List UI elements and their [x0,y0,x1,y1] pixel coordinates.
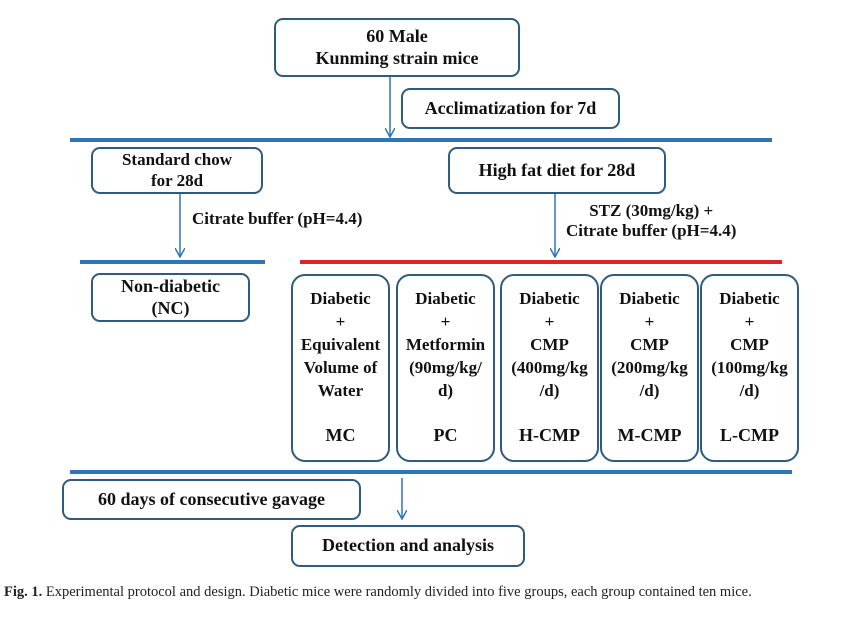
caption-text: Experimental protocol and design. Diabet… [45,584,752,600]
acclimatization-label: Acclimatization for 7d [424,97,597,118]
stz-line2: Citrate buffer (pH=4.4) [566,221,737,241]
group-line: Water [317,381,364,400]
group-line: Volume of [303,358,378,377]
group-code: PC [433,425,458,445]
detection-box: Detection and analysis [291,525,525,567]
group-line: CMP [730,335,769,354]
citrate-buffer-label: Citrate buffer (pH=4.4) [192,209,363,228]
stz-line1: STZ (30mg/kg) + [589,201,714,220]
standard-chow-box: Standard chow for 28d [91,147,263,194]
group-line: Diabetic [719,289,780,308]
group-box-pc: Diabetic + Metformin (90mg/kg/ d) PC [396,274,495,462]
group-line: + [644,312,655,331]
gavage-label: 60 days of consecutive gavage [98,488,325,509]
group-line: (200mg/kg [611,358,688,377]
group-line: Diabetic [519,289,580,308]
group-line: (100mg/kg [711,358,788,377]
standard-chow-line1: Standard chow [121,150,233,170]
group-line: + [544,312,555,331]
group-code: H-CMP [519,425,580,445]
figure-caption: Fig. 1. Experimental protocol and design… [4,584,862,601]
group-box-m-cmp: Diabetic + CMP (200mg/kg /d) M-CMP [600,274,699,462]
group-line: CMP [630,335,669,354]
group-line: Diabetic [619,289,680,308]
standard-chow-line2: for 28d [150,170,204,190]
non-diabetic-box: Non-diabetic (NC) [91,273,250,322]
group-line: /d) [739,381,760,400]
group-line: CMP [530,335,569,354]
acclimatization-box: Acclimatization for 7d [401,88,620,129]
start-line1: 60 Male [366,25,428,46]
group-box-mc: Diabetic + Equivalent Volume of Water MC [291,274,390,462]
gavage-box: 60 days of consecutive gavage [62,479,361,520]
high-fat-diet-box: High fat diet for 28d [448,147,666,194]
high-fat-diet-label: High fat diet for 28d [478,159,636,180]
group-line: /d) [639,381,660,400]
group-code: L-CMP [720,425,779,445]
group-line: /d) [539,381,560,400]
group-line: Diabetic [310,289,371,308]
group-line: Equivalent [300,335,381,354]
group-line: Metformin [405,335,486,354]
group-line: (90mg/kg/ [409,358,482,377]
group-code: M-CMP [617,425,682,445]
group-line: Diabetic [415,289,476,308]
group-line: + [335,312,346,331]
caption-label: Fig. 1. [4,584,43,600]
start-line2: Kunming strain mice [315,47,479,68]
non-diabetic-line1: Non-diabetic [121,275,220,296]
non-diabetic-line2: (NC) [151,297,190,318]
group-line: + [744,312,755,331]
group-line: d) [437,381,454,400]
detection-label: Detection and analysis [321,535,494,556]
stz-label: STZ (30mg/kg) + Citrate buffer (pH=4.4) [566,201,736,242]
start-box: 60 Male Kunming strain mice [274,18,520,77]
group-code: MC [325,425,356,445]
group-line: + [440,312,451,331]
group-box-l-cmp: Diabetic + CMP (100mg/kg /d) L-CMP [700,274,799,462]
group-line: (400mg/kg [511,358,588,377]
group-box-h-cmp: Diabetic + CMP (400mg/kg /d) H-CMP [500,274,599,462]
